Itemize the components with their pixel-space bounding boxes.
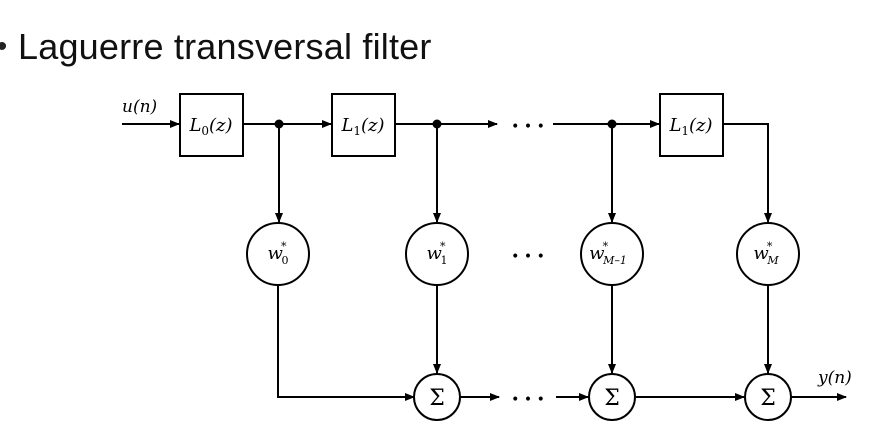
laguerre-block-1: L1(z) (331, 93, 396, 157)
svg-text:w*1: w*1 (427, 240, 448, 267)
summer-node-2: Σ (588, 373, 636, 421)
w0-to-sum1 (277, 285, 415, 401)
weight-node-0: w*0 (246, 222, 310, 286)
summer-node-1: Σ (413, 373, 461, 421)
wire-b2-wM (723, 123, 772, 223)
output-label: y(n) (817, 368, 852, 388)
slide-title: Laguerre transversal filter (18, 26, 432, 67)
svg-text:w*0: w*0 (268, 240, 289, 267)
weight-node-3: w*M (736, 222, 800, 286)
bullet-icon: • (0, 30, 18, 64)
svg-text:Σ: Σ (429, 386, 445, 411)
weight-node-1: w*1 (405, 222, 469, 286)
laguerre-block-0: L0(z) (179, 93, 244, 157)
middle-ellipsis: • • • (511, 249, 545, 265)
svg-text:Σ: Σ (604, 386, 620, 411)
slide-title-row: • Laguerre transversal filter (0, 22, 432, 72)
weight-node-2: w*M–1 (580, 222, 644, 286)
block-0-label: L0(z) (188, 115, 232, 138)
block-2-label: L1(z) (668, 115, 712, 138)
svg-text:w*M–1: w*M–1 (589, 240, 627, 267)
bottom-ellipsis: • • • (511, 392, 545, 408)
svg-text:w*M: w*M (753, 240, 779, 267)
summer-node-3: Σ (744, 373, 792, 421)
svg-text:Σ: Σ (760, 386, 776, 411)
laguerre-block-2: L1(z) (659, 93, 724, 157)
block-1-label: L1(z) (340, 115, 384, 138)
top-ellipsis: • • • (511, 119, 545, 135)
input-label: u(n) (122, 97, 157, 117)
